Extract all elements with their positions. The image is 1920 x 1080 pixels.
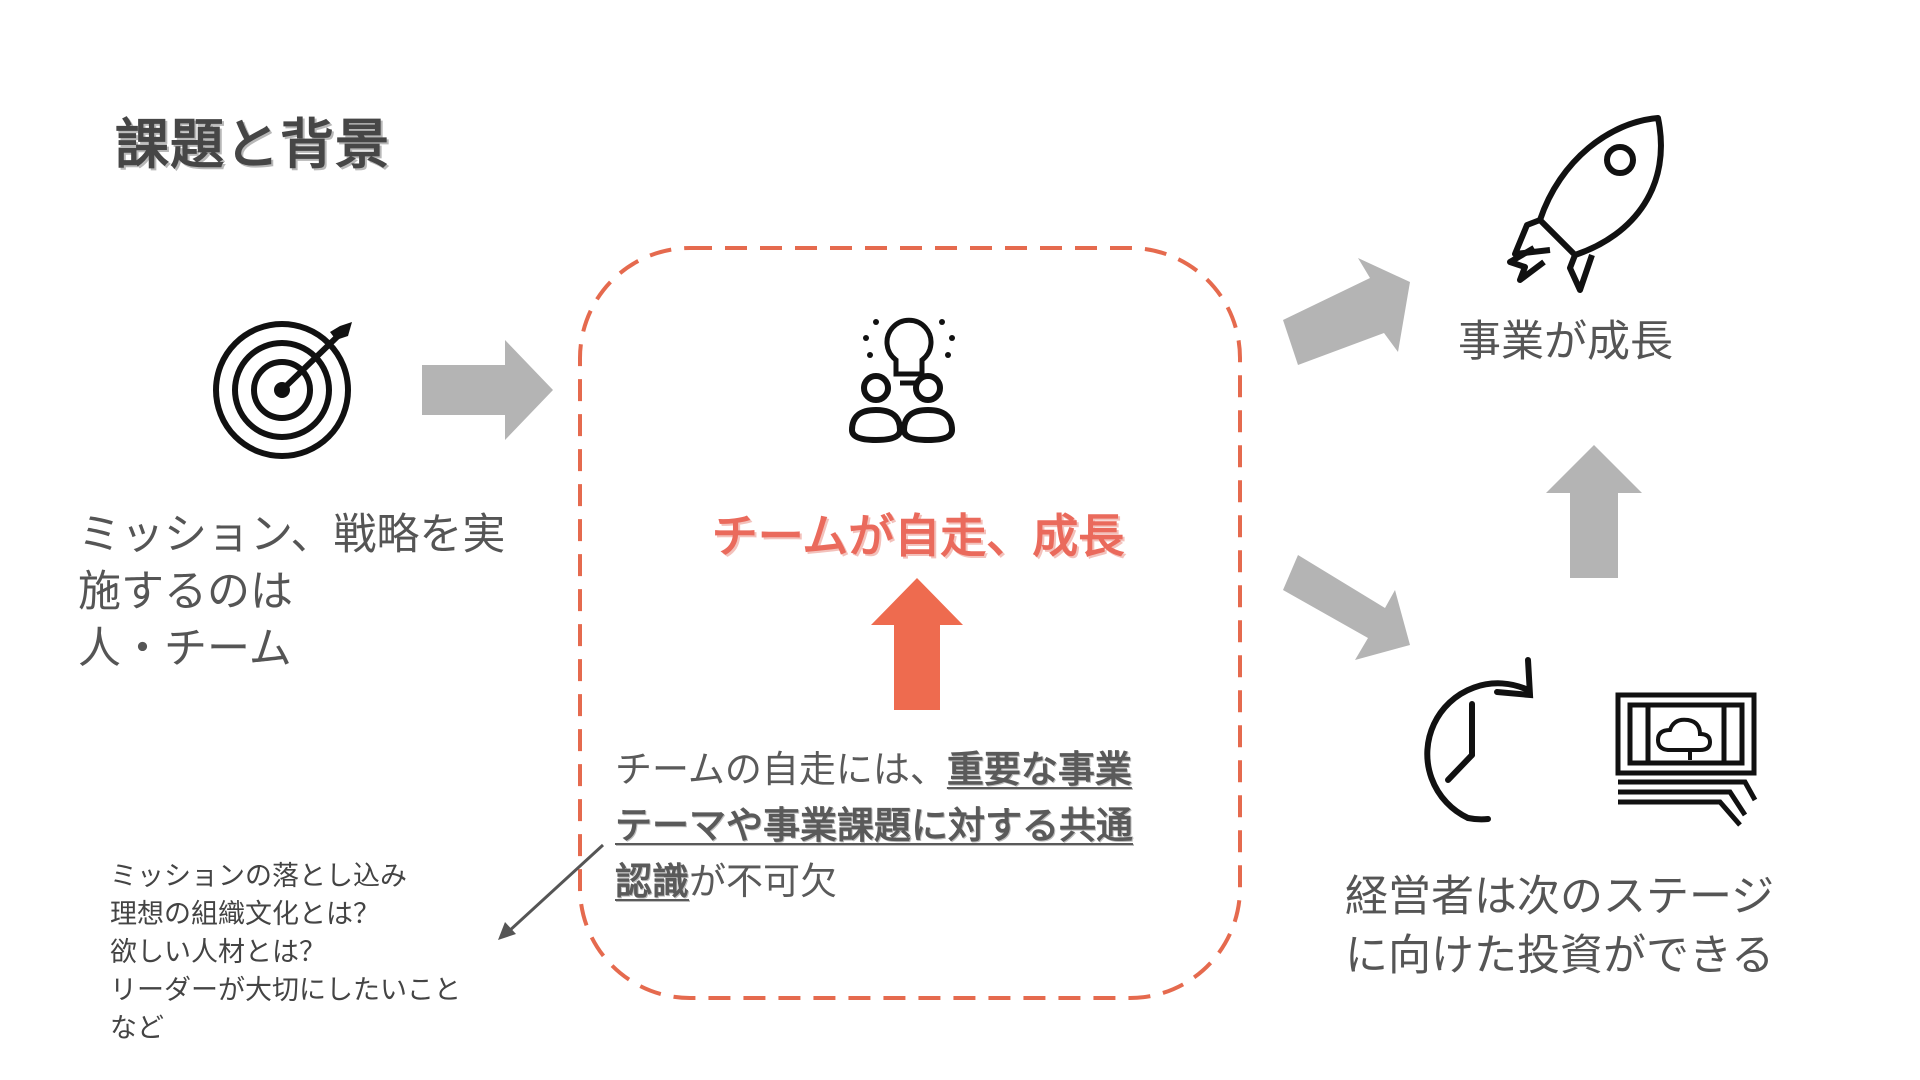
arrow-to-growth xyxy=(1283,258,1410,365)
executive-line: に向けた投資ができる xyxy=(1345,931,1775,981)
list-item: 理想の組織文化とは？ xyxy=(110,899,380,930)
clock-icon xyxy=(1424,657,1534,823)
arrow-executive-to-growth xyxy=(1546,445,1642,578)
examples-list: ミッションの落とし込み 理想の組織文化とは？ 欲しい人材とは？ リーダーが大切に… xyxy=(110,858,461,1048)
list-item: ミッションの落とし込み xyxy=(110,861,407,892)
arrow-up-orange xyxy=(871,578,963,710)
mission-line: 施するのは xyxy=(78,567,293,617)
rocket-icon xyxy=(1507,115,1664,293)
money-cloud-icon xyxy=(1615,692,1758,827)
description-underlined: テーマや事業課題に対する共通 xyxy=(615,804,1133,847)
page-title: 課題と背景 xyxy=(115,113,390,176)
mission-line: ミッション、戦略を実 xyxy=(78,510,506,560)
target-icon xyxy=(213,321,352,459)
arrow-mission-to-team xyxy=(422,340,553,440)
mission-text: ミッション、戦略を実 施するのは 人・チーム xyxy=(78,507,505,678)
description-plain: チームの自走には、 xyxy=(615,748,947,791)
arrow-to-examples xyxy=(498,843,605,940)
list-item: リーダーが大切にしたいこと xyxy=(110,975,461,1006)
team-dashed-box xyxy=(578,246,1242,1000)
description-underlined: 認識 xyxy=(615,860,689,903)
mission-line: 人・チーム xyxy=(78,624,292,674)
description-plain: が不可欠 xyxy=(689,860,837,903)
team-idea-icon xyxy=(848,317,956,444)
arrow-to-executive xyxy=(1283,555,1410,660)
description-underlined: 重要な事業 xyxy=(946,748,1132,791)
team-description: チームの自走には、重要な事業 テーマや事業課題に対する共通 認識が不可欠 xyxy=(615,742,1133,910)
list-item: 欲しい人材とは？ xyxy=(110,937,326,968)
list-item: など xyxy=(110,1013,164,1044)
executive-text: 経営者は次のステージ に向けた投資ができる xyxy=(1345,868,1774,986)
executive-line: 経営者は次のステージ xyxy=(1345,872,1775,922)
growth-label: 事業が成長 xyxy=(1458,317,1673,367)
